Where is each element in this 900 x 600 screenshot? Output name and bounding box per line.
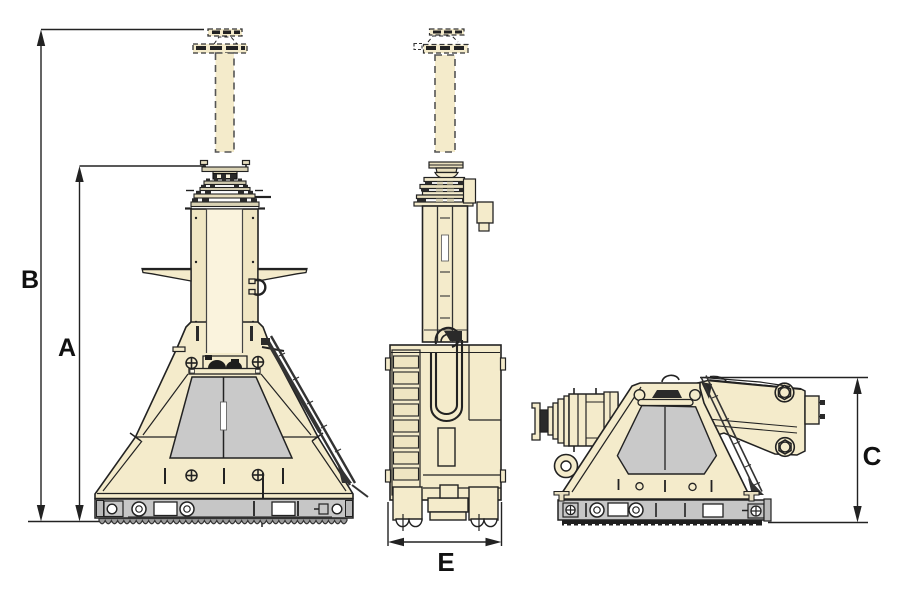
svg-text:C: C <box>863 441 882 471</box>
svg-text:A: A <box>58 334 76 362</box>
svg-text:B: B <box>21 266 39 294</box>
svg-text:E: E <box>437 547 454 577</box>
